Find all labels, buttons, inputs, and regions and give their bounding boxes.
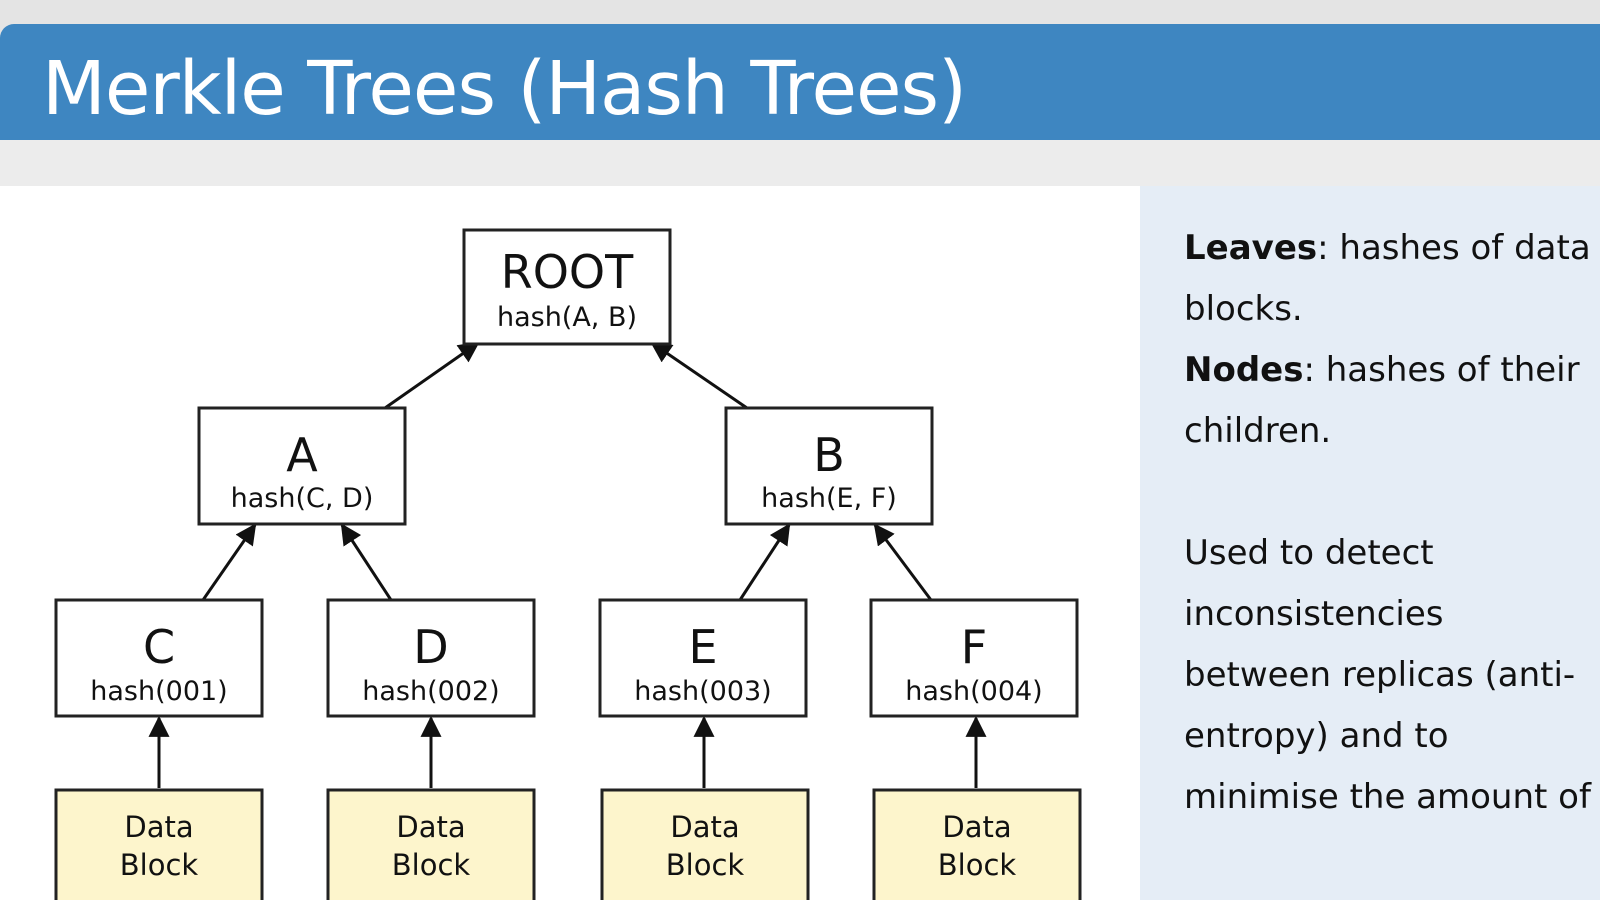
- node-e-name: E: [688, 620, 717, 674]
- data-block-3-line2: Block: [666, 848, 745, 882]
- data-block-2-line2: Block: [392, 848, 471, 882]
- edge-f-b: [873, 523, 933, 601]
- usage-paragraph: Used to detect inconsistencies between r…: [1184, 533, 1591, 817]
- data-block-1-line1: Data: [124, 810, 193, 844]
- title-separator: [0, 140, 1600, 186]
- leaves-description: : hashes of data blocks.: [1184, 228, 1591, 329]
- node-root-name: ROOT: [501, 245, 634, 299]
- data-block-3-line1: Data: [670, 810, 739, 844]
- node-f: F hash(004): [869, 598, 1079, 718]
- data-block-4-line2: Block: [938, 848, 1017, 882]
- node-e: E hash(003): [598, 598, 808, 718]
- nodes-term: Nodes: [1184, 350, 1304, 390]
- node-d: D hash(002): [326, 598, 536, 718]
- node-f-name: F: [961, 620, 987, 674]
- edge-e-b: [738, 523, 791, 601]
- tree-edges: [148, 341, 987, 788]
- node-c-name: C: [143, 620, 175, 674]
- merkle-tree-diagram: ROOT hash(A, B) A hash(C, D) B hash(E, F…: [54, 228, 1082, 900]
- node-a: A hash(C, D): [197, 406, 407, 526]
- paragraph-spacer: [1184, 462, 1594, 523]
- page-title: Merkle Trees (Hash Trees): [42, 46, 967, 132]
- node-f-hash: hash(004): [905, 676, 1042, 707]
- leaves-term: Leaves: [1184, 228, 1318, 268]
- leaves-definition: Leaves: hashes of data blocks.: [1184, 218, 1594, 340]
- nodes-description: : hashes of their children.: [1184, 350, 1580, 451]
- nodes-definition: Nodes: hashes of their children.: [1184, 340, 1594, 462]
- data-block-4-line1: Data: [942, 810, 1011, 844]
- node-e-hash: hash(003): [634, 676, 771, 707]
- edge-b-root: [650, 341, 748, 410]
- node-b-name: B: [813, 428, 845, 482]
- node-c: C hash(001): [54, 598, 264, 718]
- data-block-1-line2: Block: [120, 848, 199, 882]
- node-root: ROOT hash(A, B): [462, 228, 672, 346]
- node-a-hash: hash(C, D): [231, 483, 374, 514]
- node-d-name: D: [413, 620, 448, 674]
- edge-a-root: [384, 341, 480, 410]
- data-block-4: Data Block: [872, 788, 1082, 900]
- explanation-panel: Leaves: hashes of data blocks. Nodes: ha…: [1140, 186, 1600, 900]
- node-b-hash: hash(E, F): [761, 483, 897, 514]
- node-d-hash: hash(002): [362, 676, 499, 707]
- data-block-3: Data Block: [600, 788, 810, 900]
- data-block-1: Data Block: [54, 788, 264, 900]
- explanation-text: Leaves: hashes of data blocks. Nodes: ha…: [1184, 218, 1594, 828]
- data-block-2: Data Block: [326, 788, 536, 900]
- edge-c-a: [201, 523, 257, 601]
- diagram-panel: ROOT hash(A, B) A hash(C, D) B hash(E, F…: [0, 186, 1140, 900]
- node-b: B hash(E, F): [724, 406, 934, 526]
- data-block-2-line1: Data: [396, 810, 465, 844]
- edge-d-a: [340, 523, 393, 601]
- node-a-name: A: [286, 428, 318, 482]
- node-root-hash: hash(A, B): [497, 302, 637, 333]
- node-c-hash: hash(001): [90, 676, 227, 707]
- title-bar: Merkle Trees (Hash Trees): [0, 24, 1600, 140]
